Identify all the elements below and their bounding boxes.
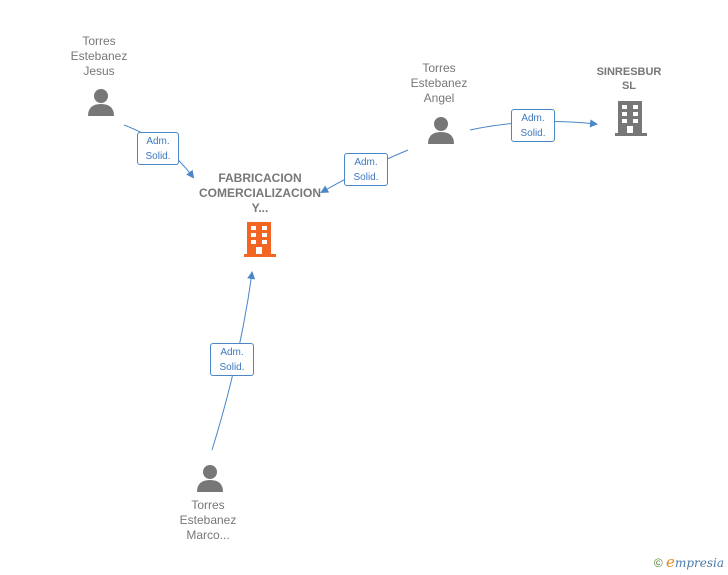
company-main-line: FABRICACION — [218, 171, 302, 185]
person-icon — [197, 465, 223, 492]
relation-badge-angel-sinresbur[interactable]: Adm. Solid. — [511, 109, 555, 142]
person-angel-line: Angel — [423, 91, 455, 105]
empresia-brand[interactable]: © empresia — [654, 553, 724, 571]
relation-role: Adm. — [354, 157, 378, 168]
relation-role: Solid. — [520, 128, 546, 139]
building-icon — [244, 222, 276, 257]
relation-badge-jesus[interactable]: Adm. Solid. — [137, 132, 179, 165]
company-sinresbur-label[interactable]: SINRESBUR SL — [586, 65, 672, 93]
company-sinresbur-line: SINRESBUR — [596, 66, 662, 78]
person-angel-line: Torres — [422, 61, 456, 75]
company-main-line: COMERCIALIZACION — [199, 186, 321, 200]
person-icon — [88, 89, 114, 116]
relation-badge-marco[interactable]: Adm. Solid. — [210, 343, 254, 376]
company-main-line: Y... — [251, 201, 269, 215]
person-angel-line: Estebanez — [410, 76, 468, 90]
person-marco-line: Marco... — [186, 528, 230, 542]
person-icon — [428, 117, 454, 144]
person-jesus-label[interactable]: Torres Estebanez Jesus — [54, 34, 144, 79]
relation-badge-angel-main[interactable]: Adm. Solid. — [344, 153, 388, 186]
company-main-label[interactable]: FABRICACION COMERCIALIZACION Y... — [178, 171, 342, 216]
company-sinresbur-line: SL — [621, 80, 637, 92]
person-jesus-line: Torres — [82, 34, 116, 48]
brand-logo: empresia — [666, 553, 724, 571]
building-icon — [615, 101, 647, 136]
person-marco-line: Estebanez — [179, 513, 237, 527]
relation-role: Solid. — [145, 151, 171, 162]
relation-role: Adm. — [146, 136, 170, 147]
person-marco-line: Torres — [191, 498, 225, 512]
relation-role: Adm. — [220, 347, 244, 358]
relation-role: Adm. — [521, 113, 545, 124]
person-jesus-line: Jesus — [83, 64, 115, 78]
relation-role: Solid. — [219, 362, 245, 373]
person-angel-label[interactable]: Torres Estebanez Angel — [394, 61, 484, 106]
brand-logo-e: e — [666, 553, 675, 571]
relation-role: Solid. — [353, 172, 379, 183]
copyright-icon: © — [653, 556, 663, 570]
person-marco-label[interactable]: Torres Estebanez Marco... — [163, 498, 253, 543]
brand-logo-rest: mpresia — [674, 556, 724, 570]
person-jesus-line: Estebanez — [70, 49, 128, 63]
